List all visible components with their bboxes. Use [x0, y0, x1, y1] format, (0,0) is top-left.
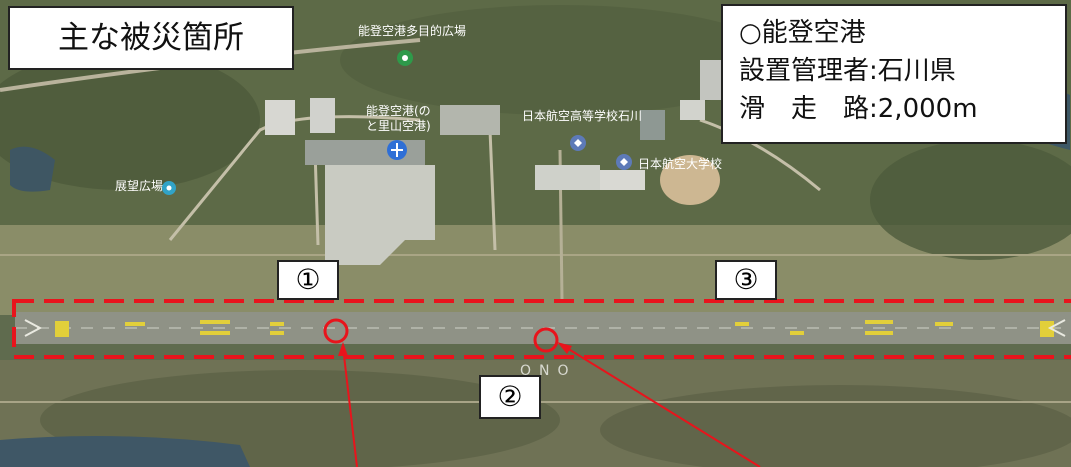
damage-circle-2	[533, 327, 559, 353]
airport-manager: 設置管理者:石川県	[739, 56, 956, 86]
arrow-right	[561, 344, 761, 467]
marker-3: ③	[715, 260, 777, 300]
airport-icon	[387, 140, 407, 160]
label-highschool: 日本航空高等学校石川	[522, 108, 642, 123]
university-icon	[616, 154, 632, 170]
label-plaza: 能登空港多目的広場	[358, 23, 466, 38]
map-pin-icon	[397, 50, 413, 66]
marker-1: ①	[277, 260, 339, 300]
runway-highlight-box	[12, 299, 1071, 359]
arrow-left	[342, 346, 358, 467]
damage-circle-1	[323, 318, 349, 344]
page-title: 主な被災箇所	[8, 6, 294, 70]
observation-pin-icon	[162, 181, 176, 195]
marker-2: ②	[479, 375, 541, 419]
school-icon	[570, 135, 586, 151]
airport-runway: 滑 走 路:2,000m	[739, 94, 978, 124]
label-terminal-2: と里山空港)	[366, 119, 431, 133]
airport-name: ○能登空港	[739, 18, 866, 48]
label-university: 日本航空大学校	[638, 156, 722, 171]
label-terminal-1: 能登空港(の	[366, 103, 431, 118]
label-observation: 展望広場	[115, 179, 163, 193]
airport-info-box: ○能登空港 設置管理者:石川県 滑 走 路:2,000m	[721, 4, 1067, 144]
